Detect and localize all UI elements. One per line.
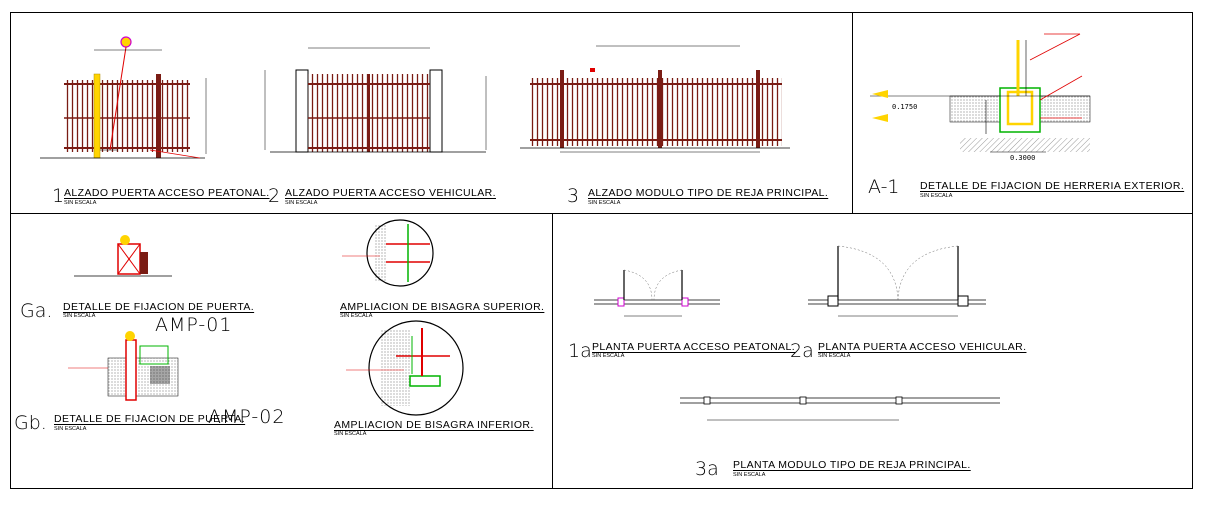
view-title-2: ALZADO PUERTA ACCESO VEHICULAR. [285,187,496,199]
dimension-height-a1: 0.1750 [892,103,918,111]
view-title-3a: PLANTA MODULO TIPO DE REJA PRINCIPAL. [733,459,971,471]
view-number-1a: 1a [568,340,592,362]
view-scale-3a: SIN ESCALA [733,472,766,478]
view-scale-hinge-lower: SIN ESCALA [334,431,367,437]
view-scale-1: SIN ESCALA [64,200,97,206]
view-scale-gb: SIN ESCALA [54,426,87,432]
view-title-1: ALZADO PUERTA ACCESO PEATONAL. [64,187,270,199]
view-title-2a: PLANTA PUERTA ACCESO VEHICULAR. [818,341,1027,353]
enlargement-ref-amp01: AMP-01 [155,314,233,336]
enlargement-ref-amp02: AMP-02 [208,406,286,428]
view-title-a1: DETALLE DE FIJACION DE HERRERIA EXTERIOR… [920,180,1185,192]
view-title-gb: DETALLE DE FIJACION DE PUERTA. [54,413,246,425]
view-title-ga: DETALLE DE FIJACION DE PUERTA. [63,301,255,313]
view-title-3: ALZADO MODULO TIPO DE REJA PRINCIPAL. [588,187,829,199]
view-scale-ga: SIN ESCALA [63,313,96,319]
view-title-hinge-upper: AMPLIACION DE BISAGRA SUPERIOR. [340,301,545,313]
hinge-lower-enlargement [346,320,464,416]
view-title-hinge-lower: AMPLIACION DE BISAGRA INFERIOR. [334,419,534,431]
hinge-upper-enlargement [342,219,434,287]
fence-module-plan [680,396,1000,421]
gate-fixing-detail-ga [74,235,172,277]
view-scale-2: SIN ESCALA [285,200,318,206]
fence-module-elevation [520,45,790,153]
sheet-frame [10,12,1193,489]
gate-plan-vehicular [808,245,986,317]
view-number-2a: 2a [790,340,814,362]
view-number-gb: Gb. [14,412,47,434]
view-scale-2a: SIN ESCALA [818,353,851,359]
view-scale-3: SIN ESCALA [588,200,621,206]
view-scale-1a: SIN ESCALA [592,353,625,359]
view-number-ga: Ga. [20,300,53,322]
gate-elevation-vehicular [264,47,487,153]
view-number-3a: 3a [695,458,719,480]
gate-fixing-detail-gb [68,331,179,401]
fixing-detail-a1 [870,33,1091,153]
gate-plan-pedestrian [594,269,720,317]
view-scale-hinge-upper: SIN ESCALA [340,313,373,319]
view-number-2: 2 [268,185,281,207]
view-number-3: 3 [567,185,580,207]
dimension-width-a1: 0.3000 [1010,154,1036,162]
view-number-a1: A-1 [868,176,900,198]
view-title-1a: PLANTA PUERTA ACCESO PEATONAL. [592,341,796,353]
view-scale-a1: SIN ESCALA [920,193,953,199]
gate-elevation-pedestrian [40,36,207,159]
view-number-1: 1 [52,185,65,207]
